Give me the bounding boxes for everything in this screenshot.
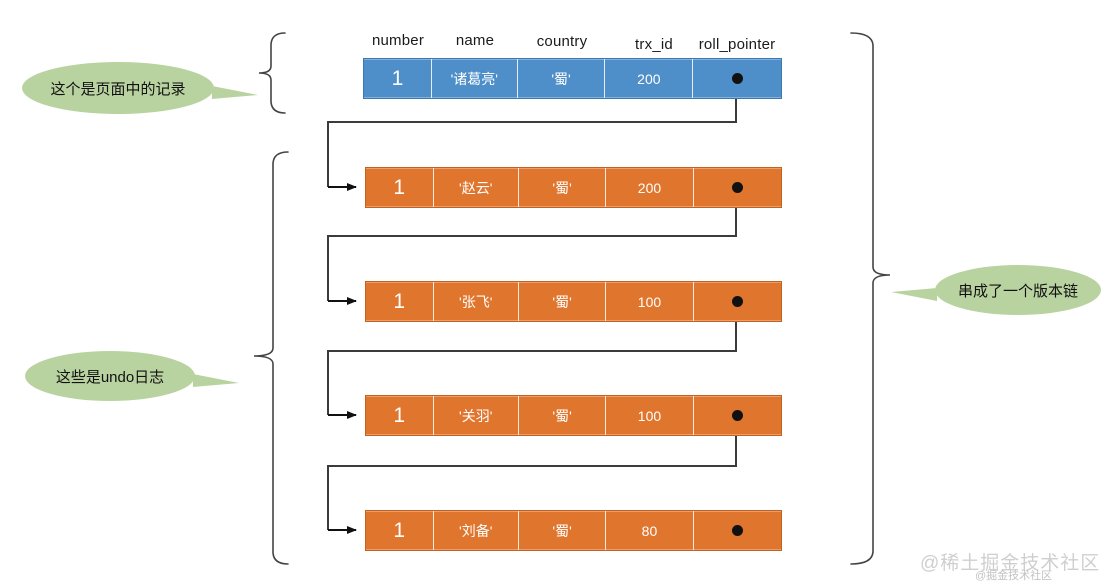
pointer-dot-icon (731, 73, 743, 84)
callout-undo-logs: 这些是undo日志 (25, 351, 239, 401)
callout-version-chain-label: 串成了一个版本链 (957, 282, 1078, 300)
cell-roll-pointer (693, 168, 782, 207)
cell-trx-id: 200 (606, 168, 694, 207)
cell-trx-id: 200 (605, 59, 694, 98)
cell-country: '蜀' (518, 396, 607, 435)
cell-trx-id: 100 (606, 282, 694, 321)
watermark-sub: @掘金技术社区 (975, 570, 1053, 582)
record-row-undo-3: 1 '关羽' '蜀' 100 (365, 395, 782, 436)
callout-page-record-label: 这个是页面中的记录 (50, 80, 186, 98)
cell-trx-id: 80 (606, 511, 694, 550)
bracket-version-chain (850, 32, 891, 565)
cell-name: '刘备' (433, 511, 519, 550)
callout-version-chain: 串成了一个版本链 (891, 265, 1101, 315)
cell-number: 1 (366, 396, 434, 435)
pointer-dot-icon (731, 525, 743, 536)
cell-roll-pointer (693, 282, 782, 321)
cell-number: 1 (366, 511, 434, 550)
cell-number: 1 (364, 59, 432, 98)
pointer-dot-icon (731, 296, 743, 307)
cell-country: '蜀' (518, 282, 607, 321)
callout-undo-logs-label: 这些是undo日志 (55, 368, 165, 386)
record-row-undo-2: 1 '张飞' '蜀' 100 (365, 281, 782, 322)
cell-country: '蜀' (517, 59, 606, 98)
chain-arrowheads (328, 183, 357, 534)
cell-country: '蜀' (518, 511, 607, 550)
callout-page-record: 这个是页面中的记录 (22, 62, 258, 114)
column-header-number: number (371, 32, 425, 49)
cell-number: 1 (366, 168, 434, 207)
watermark-main: @稀土掘金技术社区 (920, 553, 1101, 574)
column-header-name: name (455, 32, 495, 49)
cell-name: '张飞' (433, 282, 519, 321)
column-header-country: country (536, 33, 588, 50)
cell-name: '赵云' (433, 168, 519, 207)
bracket-undo-logs (253, 151, 289, 565)
cell-roll-pointer (693, 396, 782, 435)
cell-number: 1 (366, 282, 434, 321)
record-row-undo-1: 1 '赵云' '蜀' 200 (365, 167, 782, 208)
cell-country: '蜀' (518, 168, 607, 207)
callout-tail (212, 85, 258, 99)
cell-roll-pointer (693, 59, 781, 98)
cell-trx-id: 100 (606, 396, 694, 435)
column-header-roll-pointer: roll_pointer (698, 36, 776, 53)
column-header-trx-id: trx_id (635, 36, 673, 53)
cell-roll-pointer (693, 511, 782, 550)
cell-name: '关羽' (433, 396, 519, 435)
pointer-dot-icon (731, 182, 743, 193)
bracket-page-record (258, 32, 286, 114)
record-row-current: 1 '诸葛亮' '蜀' 200 (363, 58, 782, 99)
callout-tail (193, 374, 239, 387)
pointer-dot-icon (731, 410, 743, 421)
cell-name: '诸葛亮' (431, 59, 518, 98)
callout-tail (891, 288, 937, 301)
record-row-undo-4: 1 '刘备' '蜀' 80 (365, 510, 782, 551)
